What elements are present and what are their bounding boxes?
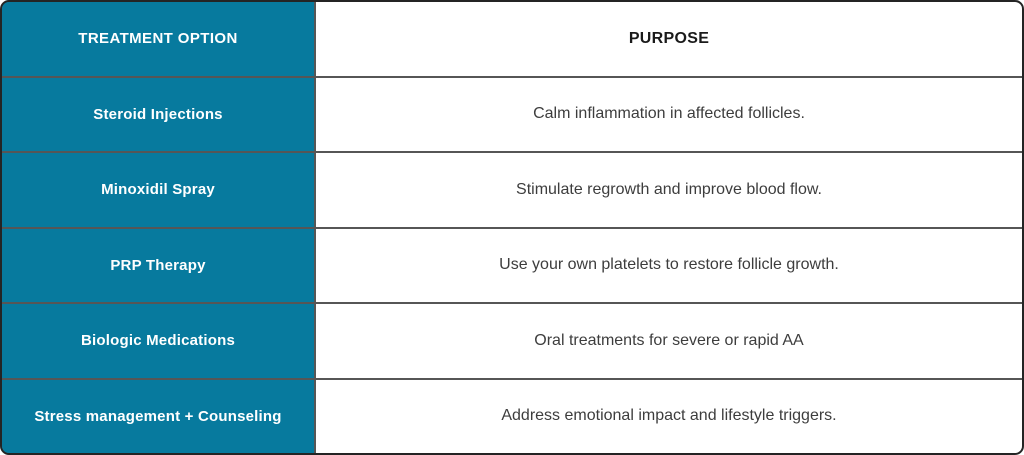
- treatment-option-cell: Steroid Injections: [2, 77, 314, 151]
- treatment-option-cell: Stress management + Counseling: [2, 379, 314, 453]
- purpose-cell: Oral treatments for severe or rapid AA: [316, 304, 1022, 378]
- purpose-cell: Use your own platelets to restore follic…: [316, 228, 1022, 302]
- treatment-option-cell: Biologic Medications: [2, 304, 314, 378]
- header-treatment-option: TREATMENT OPTION: [2, 2, 314, 76]
- treatment-option-cell: Minoxidil Spray: [2, 153, 314, 227]
- header-purpose: PURPOSE: [316, 2, 1022, 76]
- purpose-cell: Address emotional impact and lifestyle t…: [316, 379, 1022, 453]
- purpose-cell: Stimulate regrowth and improve blood flo…: [316, 153, 1022, 227]
- purpose-cell: Calm inflammation in affected follicles.: [316, 77, 1022, 151]
- treatment-option-cell: PRP Therapy: [2, 228, 314, 302]
